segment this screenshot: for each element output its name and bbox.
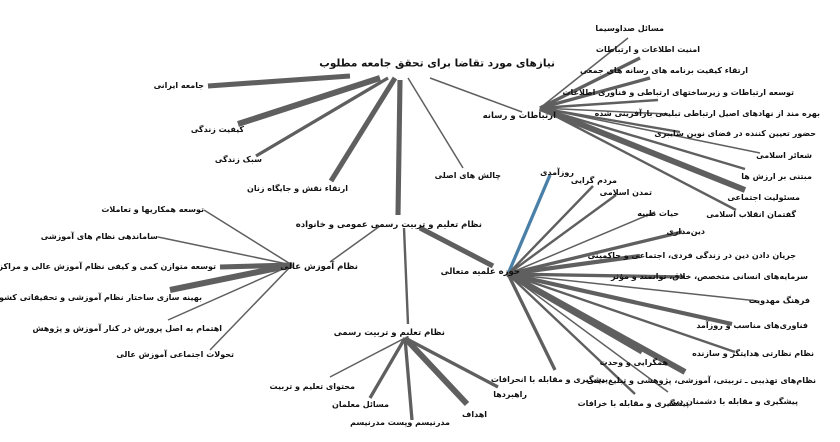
leaf-mardom-garayi: مردم گرایی [570,176,617,185]
leaf-fanavari: فناوری‌های مناسب و روزآمد [696,321,808,330]
edge-hub_howze-h8 [507,273,759,302]
edge-hub_rasmi-r5 [404,336,499,389]
edge-hub_talim_omumi-hub_ali [329,225,381,263]
edge-hub_ertebat-e8 [539,106,746,171]
leaf-ruzamadi: روزآمدی [540,168,574,177]
edge-hub_howze-h13 [507,273,669,393]
leaf-tahavolat: تحولات اجتماعی آموزش عالی [116,350,234,359]
edge-hub_rasmi-r1 [329,337,406,378]
edge-hub_ali-a2 [157,236,293,266]
leaf-sarmaye: سرمایه‌های انسانی متخصص، خلاق، توانمند و… [610,272,808,281]
edge-hub_rasmi-r3 [403,337,414,421]
edge-hub_howze-h4 [507,211,656,275]
leaf-mabtani: مبتنی بر ارزش ها [741,172,812,181]
leaf-ehtemam: اهتمام به اصل پرورش در کنار آموزش و پژوه… [32,324,222,333]
edge-hub_ertebat-e1 [539,37,629,109]
edge-hub_howze-h1 [506,174,552,275]
leaf-jaryan-din: جریان دادن دین در زندگی فردی، اجتماعی و … [587,251,796,260]
edge-hub_howze-h5 [507,230,683,276]
leaf-samandehi: ساماندهی نظام های آموزشی [40,232,158,241]
edge-hub_talim_omumi-hub_howze [418,225,495,269]
edge-hub_ertebat-e5 [539,107,669,115]
leaf-enherafat: پیشگیری و مقابله با انحرافات [490,375,608,384]
hub-talim-omumi: نظام تعلیم و تربیت رسمی عمومی و خانواده [295,220,482,230]
leaf-doshmanan-din: پیشگیری و مقابله با دشمنان دین [668,397,798,406]
edge-hub_ertebat-e7 [539,107,761,154]
leaf-amniat: امنیت اطلاعات و ارتباطات [595,45,700,54]
leaf-hayat-tayyebe: حیات طیبه [637,209,679,218]
edge-hub_howze-h14 [507,273,636,395]
node-root: نیازهای مورد تقاضا برای تحقق جامعه مطلوب [319,57,555,70]
leaf-tose-ertebatat: توسعه ارتباطات و زیرساختهای ارتباطی و فن… [562,88,794,97]
leaf-sedaosima: مسائل صداوسیما [595,24,664,33]
leaf-masael-moalleman: مسائل معلمان [332,400,389,409]
leaf-tose-motavazen: توسعه متوازن کمی و کیفی نظام آموزش عالی … [0,262,216,271]
node-keyfiat: کیفیت زندگی [190,125,244,134]
hub-talim-rasmi: نظام تعلیم و تربیت رسمی [333,328,445,338]
edge-root-n_chalesh [407,77,464,169]
leaf-tamadon: تمدن اسلامی [599,188,652,197]
edge-hub_rasmi-r2 [368,337,407,399]
edge-hub_talim_omumi-hub_rasmi [402,227,410,325]
leaf-mohtava: محتوای تعلیم و تربیت [269,382,355,391]
edge-hub_howze-h7 [507,272,686,279]
leaf-hamkari: توسعه همکاریها و تعاملات [101,205,204,214]
hub-ertebat: ارتباطات و رسانه [482,111,556,121]
edge-hub_rasmi-r4 [402,335,470,407]
node-chalesh: چالش های اصلی [434,171,501,180]
edge-root-n_jame [207,73,351,89]
edge-hub_ali-a1 [203,209,293,266]
edge-hub_ertebat-e4 [539,98,659,110]
leaf-rahbordha: راهبردها [493,390,527,399]
leaf-shaaer: شعائر اسلامی [756,151,812,160]
edge-hub_ertebat-e2 [539,56,641,110]
edge-hub_howze-h3 [507,194,617,275]
leaf-modernism: مدرنیسم وپست مدرنیسم [350,418,450,427]
edge-hub_howze-h9 [507,271,733,327]
hub-amuzesh-ali: نظام آموزش عالی [280,262,358,272]
edge-hub_ertebat-e9 [538,105,747,193]
leaf-behine-sazi: بهینه سازی ساختار نظام آموزشی و تحقیقاتی… [0,293,202,302]
edge-hub_howze-h10 [507,272,736,354]
edge-hub_ertebat-e3 [539,76,651,110]
leaf-hamgarayi: همگرایی و وحدت [599,358,668,367]
edge-hub_howze-h15 [506,273,557,371]
edge-root-hub_ertebat [429,77,523,113]
edge-hub_howze-h6 [507,253,641,277]
leaf-din-madari: دین‌مداری [666,227,705,236]
node-sabk: سبک زندگی [214,155,262,164]
leaf-ertegha-keyfiat: ارتقاء کیفیت برنامه های رسانه های جمعی [580,66,748,75]
leaf-gofteman: گفتمان انقلاب اسلامی [706,210,796,219]
edge-hub_ali-a6 [209,264,293,351]
leaf-ahdaf: اهداف [462,410,487,419]
edge-root-n_sabk [255,76,389,158]
edge-hub_ali-a5 [167,264,293,321]
leaf-mahdaviat: فرهنگ مهدویت [748,296,810,305]
leaf-nezamha-tahzibi: نظام‌های تهذیبی ـ تربیتی، آموزشی، پژوهشی… [586,376,816,385]
hub-howze: حوزه علمیه متعالی [440,267,520,277]
leaf-masouliat: مسئولیت اجتماعی [727,193,800,202]
leaf-bahremand: بهره مند از نهادهای اصیل ارتباطی تبلیغی … [594,109,820,118]
edge-hub_howze-h12 [506,271,687,375]
leaf-khorafat: پیشگیری و مقابله با خرافات [577,399,689,408]
edge-hub_ali-a4 [169,262,293,293]
edge-root-n_zanan [328,76,398,183]
edge-hub_ertebat-e6 [539,106,681,134]
node-jame: جامعه ایرانی [153,81,204,90]
edge-hub_ertebat-e10 [539,106,737,212]
edge-root-hub_talim_omumi [395,79,403,216]
leaf-hozur: حضور تعیین کننده در فضای نوین سایبری [654,129,816,138]
edge-hub_howze-h2 [507,185,594,275]
edge-root-n_keyfiat [237,75,381,127]
node-zanan: ارتقاء نقش و جایگاه زنان [247,184,348,193]
leaf-nezarat: نظام نظارتی هدایتگر و سازنده [692,349,814,358]
